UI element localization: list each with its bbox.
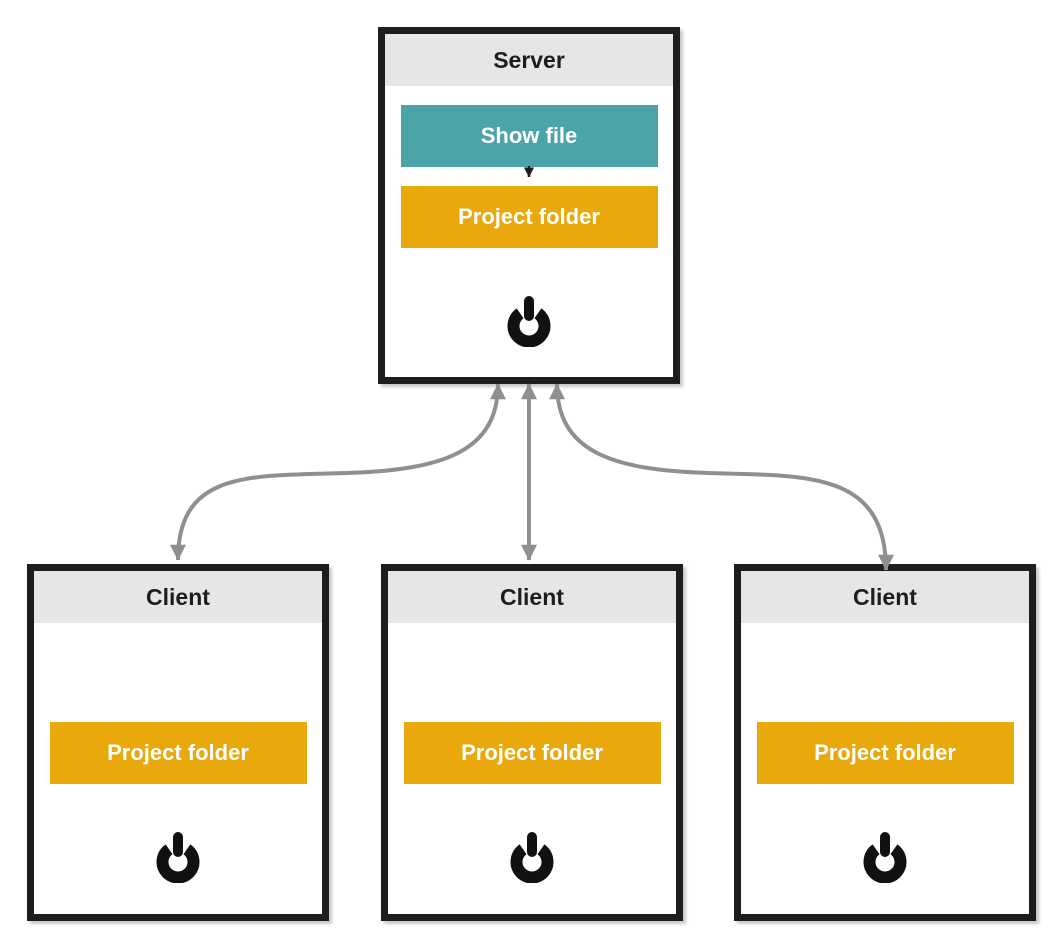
server-power-icon[interactable] (506, 295, 552, 347)
client-1-power-icon[interactable] (155, 831, 201, 883)
link-server-client-1 (170, 383, 506, 561)
client-2-title: Client (500, 583, 564, 610)
client-1-title: Client (146, 583, 210, 610)
client-3-power-icon[interactable] (862, 831, 908, 883)
link-server-client-3 (549, 383, 894, 571)
client-3-project-folder-button[interactable]: Project folder (756, 722, 1014, 784)
server-box: Server Show file Project folder (378, 27, 680, 384)
client-1-project-folder-button[interactable]: Project folder (49, 722, 307, 784)
server-title: Server (493, 46, 565, 73)
client-1-header: Client (34, 571, 322, 623)
client-box-2: Client Project folder (381, 564, 683, 921)
client-2-header: Client (388, 571, 676, 623)
client-2-project-folder-button[interactable]: Project folder (403, 722, 661, 784)
server-project-folder-button[interactable]: Project folder (400, 186, 658, 248)
client-3-title: Client (853, 583, 917, 610)
show-file-button[interactable]: Show file (400, 105, 658, 167)
server-header: Server (385, 34, 673, 86)
client-3-header: Client (741, 571, 1029, 623)
client-box-1: Client Project folder (27, 564, 329, 921)
client-box-3: Client Project folder (734, 564, 1036, 921)
client-2-power-icon[interactable] (509, 831, 555, 883)
